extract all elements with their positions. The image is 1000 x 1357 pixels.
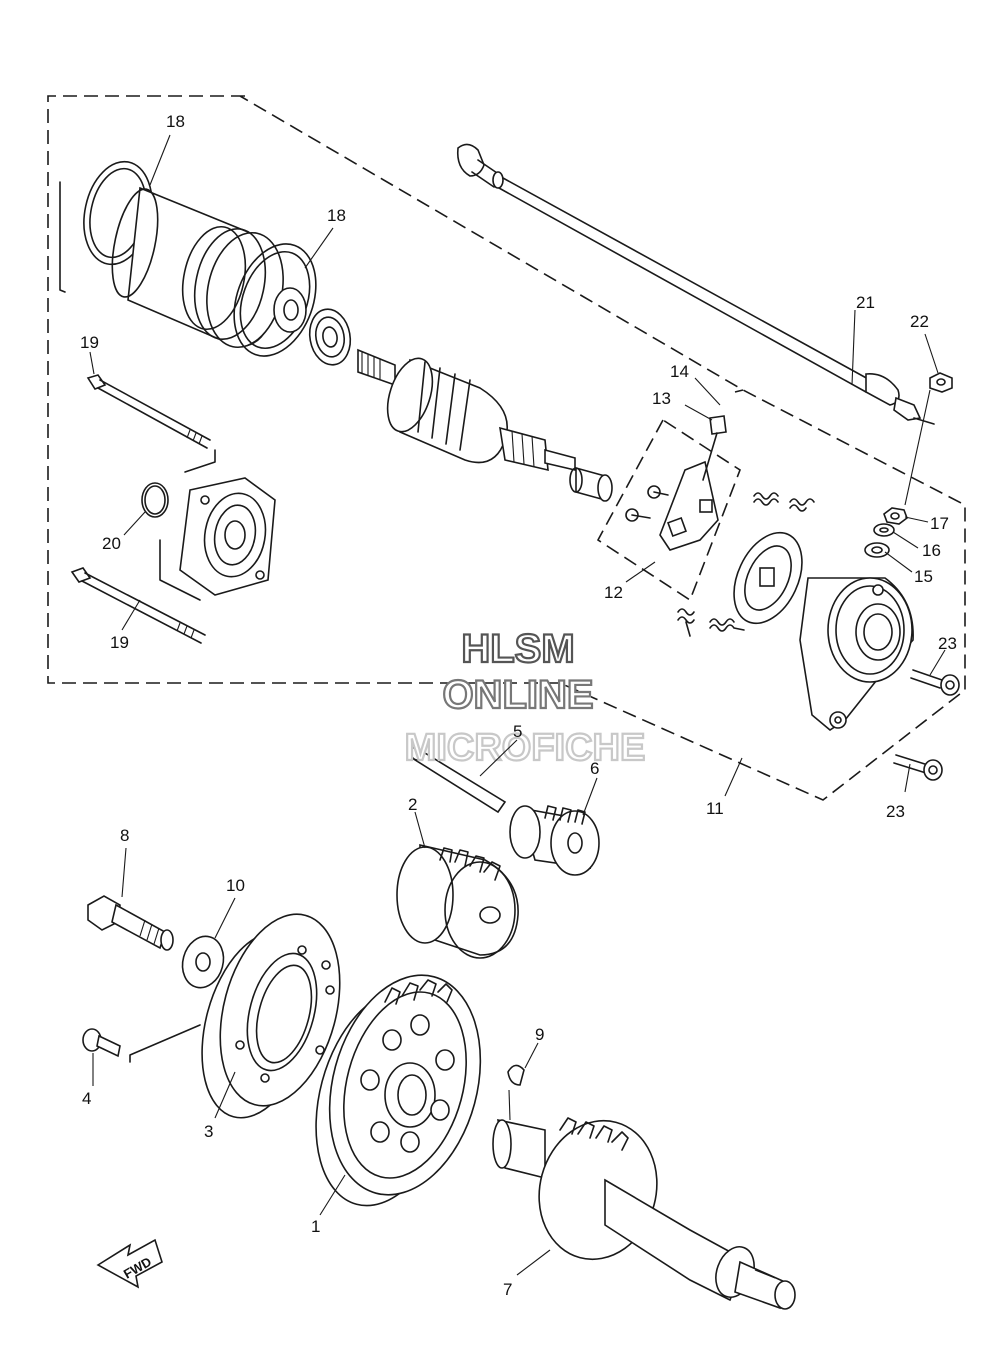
callout-3: 3	[204, 1122, 213, 1141]
callout-8: 8	[120, 826, 129, 845]
callout-16: 16	[922, 541, 941, 560]
callout-23-lower: 23	[886, 802, 905, 821]
starter-cable	[456, 143, 935, 425]
callout-18-upper: 18	[166, 112, 185, 131]
callout-10: 10	[226, 876, 245, 895]
callout-1: 1	[311, 1217, 320, 1236]
oring-20	[141, 482, 169, 518]
callout-14: 14	[670, 362, 689, 381]
brush-holder-assembly	[596, 415, 741, 602]
brush-spring-1	[753, 492, 779, 506]
callout-4: 4	[82, 1089, 91, 1108]
terminal-washer-15	[864, 542, 890, 558]
cable-nut-22	[929, 372, 953, 393]
brush-spring-2	[789, 498, 815, 512]
bearing	[308, 308, 352, 366]
bolt-23-lower	[893, 754, 943, 781]
idler-gear-large	[396, 843, 519, 959]
leader-lines	[89, 134, 946, 1276]
callout-12: 12	[604, 583, 623, 602]
front-cover	[159, 449, 276, 601]
callout-5: 5	[513, 722, 522, 741]
terminal-washer-16	[873, 523, 895, 537]
callout-11: 11	[706, 799, 724, 818]
terminal-nut-17	[883, 507, 908, 525]
callout-22: 22	[910, 312, 929, 331]
idler-gear-small	[509, 805, 600, 876]
callout-13: 13	[652, 389, 671, 408]
callout-23-upper: 23	[938, 634, 957, 653]
through-bolt-upper	[86, 374, 211, 449]
brush-spring-4	[709, 618, 745, 632]
washer	[181, 935, 225, 989]
callout-19-upper: 19	[80, 333, 99, 352]
motor-yoke	[59, 160, 284, 349]
starter-wheel-gear	[315, 974, 482, 1207]
callout-19-lower: 19	[110, 633, 129, 652]
callout-20: 20	[102, 534, 121, 553]
drive-shaft-gear	[492, 1117, 796, 1310]
armature	[357, 348, 576, 472]
brush-spring-3	[677, 608, 695, 637]
brush-plate	[733, 531, 803, 625]
rear-cover	[799, 577, 914, 731]
woodruff-key	[507, 1064, 525, 1086]
clutch-screw	[82, 1024, 201, 1063]
callout-9: 9	[535, 1025, 544, 1044]
callout-numbers: 18 18 19 20 19 21 22 14 13 17 16 15 12 2…	[80, 112, 957, 1299]
callout-18-lower: 18	[327, 206, 346, 225]
needle-bearing	[569, 466, 613, 502]
callout-2: 2	[408, 795, 417, 814]
callout-15: 15	[914, 567, 933, 586]
callout-21: 21	[856, 293, 875, 312]
starter-motor-assembly-boundary	[47, 95, 966, 801]
clutch-bolt	[87, 895, 174, 951]
starter-clutch	[201, 913, 341, 1119]
bolt-23-upper	[910, 669, 960, 696]
callout-17: 17	[930, 514, 949, 533]
idler-shaft	[409, 746, 507, 814]
callout-6: 6	[590, 759, 599, 778]
end-cover-oring	[233, 243, 317, 357]
watermark-line-1: HLSM	[461, 627, 574, 671]
watermark: HLSM ONLINE MICROFICHE	[404, 626, 647, 770]
callout-7: 7	[503, 1280, 512, 1299]
watermark-line-3: MICROFICHE	[405, 727, 646, 769]
watermark-line-2: ONLINE	[442, 673, 593, 717]
forward-arrow-icon: FWD	[96, 1238, 163, 1289]
through-bolt-lower	[70, 567, 206, 644]
